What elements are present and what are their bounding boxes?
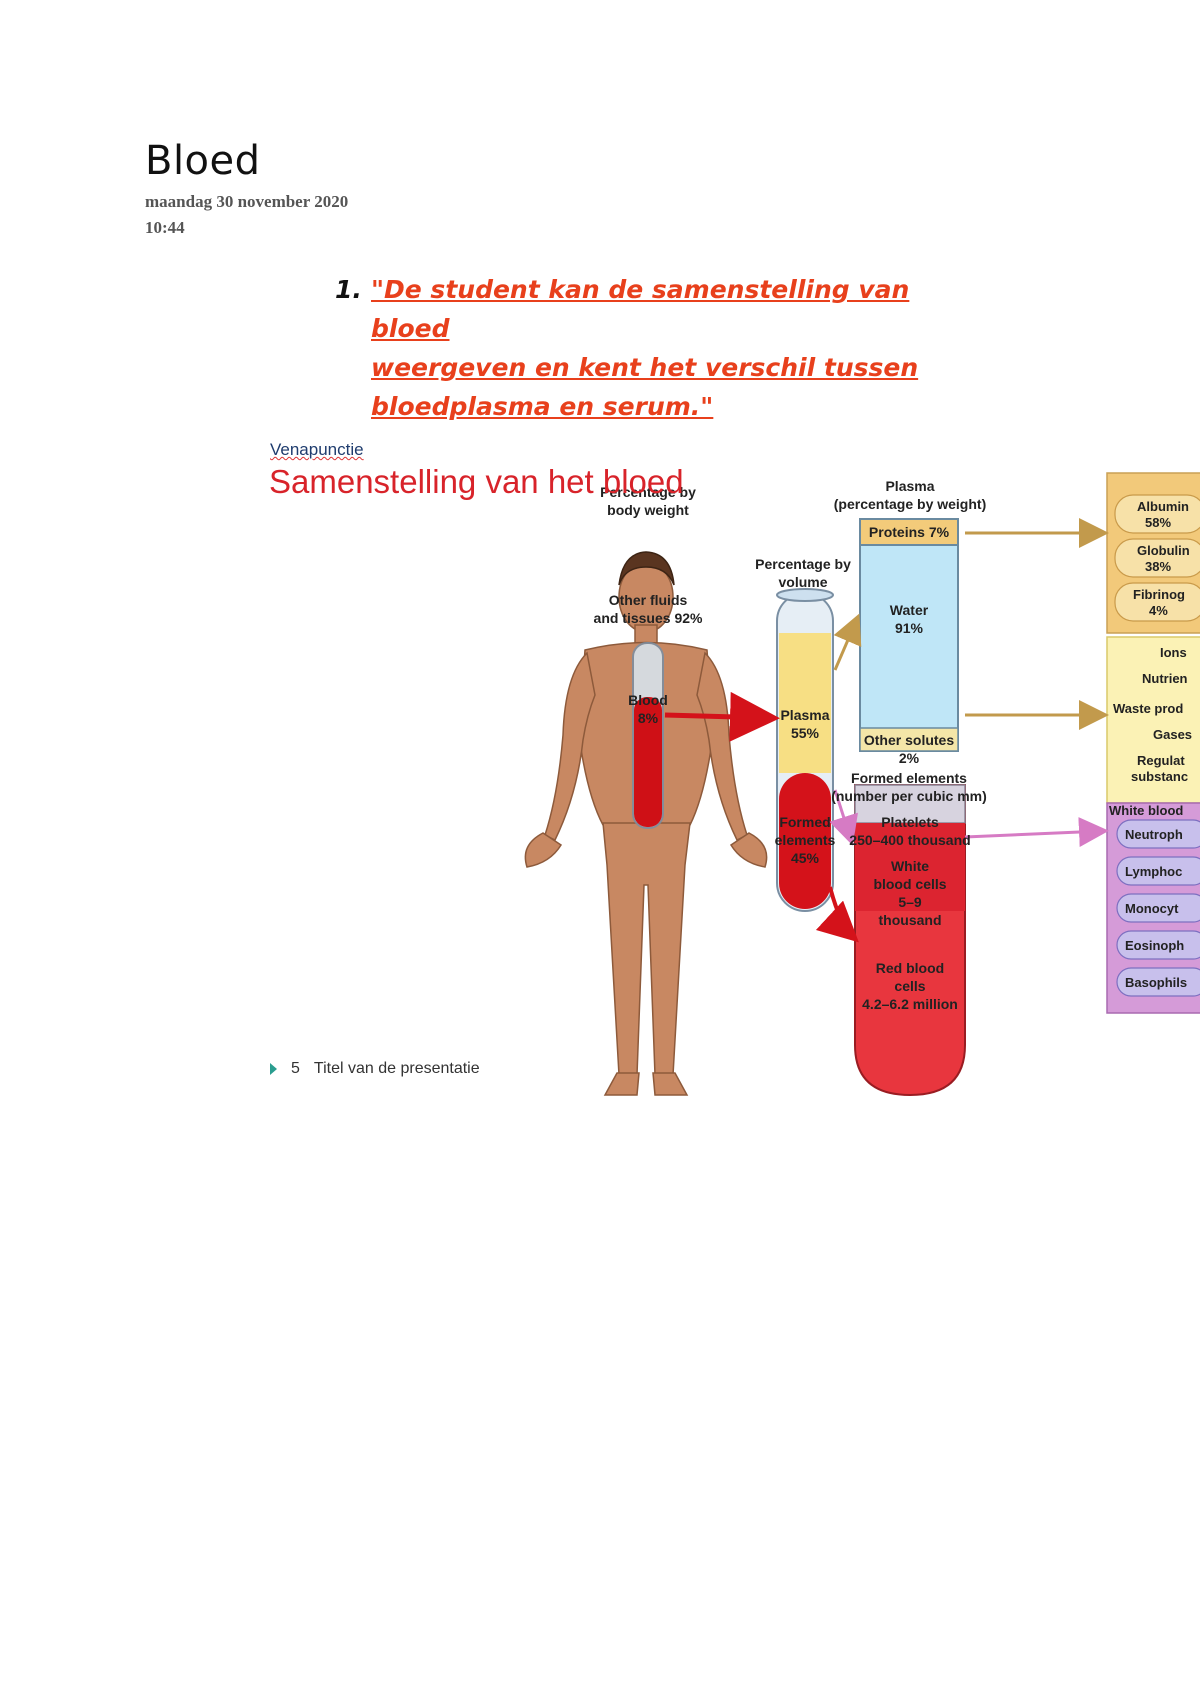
label-plasma-2: 55% [791,725,820,741]
label-basophils: Basophils [1125,975,1187,990]
label-blood-2: 8% [638,710,659,726]
label-formed-2: elements [775,832,836,848]
label-formed-header-2: (number per cubic mm) [831,788,987,804]
label-eosinophils: Eosinoph [1125,938,1184,953]
slide-footer: 5 Titel van de presentatie [270,1060,480,1078]
label-fibrinogen: Fibrinog [1133,587,1185,602]
label-wbc-4: thousand [879,912,942,928]
slide-footer-text: Titel van de presentatie [313,1060,480,1077]
label-rbc-3: 4.2–6.2 million [862,996,958,1012]
label-regulatory: Regulat [1137,753,1185,768]
note-date: maandag 30 november 2020 [145,192,349,211]
label-other-solutes-1: Other solutes [864,732,954,748]
label-wbc-header: White blood [1109,803,1183,818]
label-water-1: Water [890,602,929,618]
embedded-slide-image: Percentage by body weight Other fluids a… [265,435,1200,1125]
label-body-header-2: body weight [607,502,689,518]
label-globulin: Globulin [1137,543,1190,558]
label-monocytes: Monocyt [1125,901,1179,916]
label-plasma-header-2: (percentage by weight) [834,496,986,512]
label-water-2: 91% [895,620,924,636]
label-formed-header-1: Formed elements [851,770,967,786]
label-platelets-1: Platelets [881,814,939,830]
label-blood-1: Blood [628,692,668,708]
blood-composition-figure: Percentage by body weight Other fluids a… [524,472,1200,1097]
label-platelets-2: 250–400 thousand [849,832,970,848]
label-formed-3: 45% [791,850,820,866]
slide-page-number: 5 [291,1060,300,1077]
label-lymphocytes: Lymphoc [1125,864,1182,879]
label-albumin-pct: 58% [1145,515,1171,530]
label-nutrients: Nutrien [1142,671,1188,686]
slide-subtitle: Venapunctie [270,440,364,459]
label-globulin-pct: 38% [1145,559,1171,574]
slide-title: Samenstelling van het bloed [269,463,684,500]
label-wbc-3: 5–9 [898,894,922,910]
label-tube-header-2: volume [778,574,827,590]
note-time: 10:44 [145,218,185,237]
label-formed-1: Formed [779,814,830,830]
label-rbc-2: cells [894,978,925,994]
label-other-fluids-1: Other fluids [609,592,688,608]
label-other-fluids-2: and tissues 92% [594,610,703,626]
label-gases: Gases [1153,727,1192,742]
label-ions: Ions [1160,645,1187,660]
label-body-header-1: Percentage by [600,484,696,500]
label-plasma-1: Plasma [780,707,829,723]
page-title: Bloed [145,138,261,184]
label-waste: Waste prod [1113,701,1183,716]
label-albumin: Albumin [1137,499,1189,514]
list-number: 1. [335,275,362,304]
label-substances: substanc [1131,769,1188,784]
solute-types-panel [1106,636,1200,804]
play-triangle-icon [270,1063,277,1075]
label-proteins: Proteins 7% [869,524,950,540]
formed-elements-tube [854,784,966,1097]
label-tube-header-1: Percentage by [755,556,851,572]
label-wbc-2: blood cells [873,876,946,892]
label-plasma-header-1: Plasma [885,478,934,494]
objective-text: "De student kan de samenstelling van blo… [371,275,919,421]
label-fibrinogen-pct: 4% [1149,603,1168,618]
test-tube [776,588,834,912]
label-wbc-1: White [891,858,929,874]
label-rbc-1: Red blood [876,960,944,976]
label-neutrophils: Neutroph [1125,827,1183,842]
label-other-solutes-2: 2% [899,750,920,766]
